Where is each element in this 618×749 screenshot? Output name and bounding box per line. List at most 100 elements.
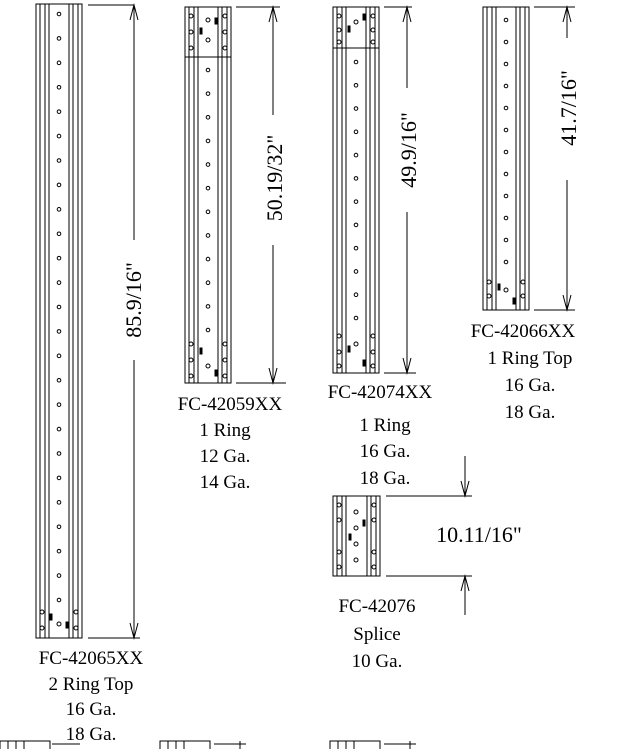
bolt-hole bbox=[503, 39, 509, 45]
part-label-fc-42076: FC-42076 Splice 10 Ga. bbox=[338, 596, 415, 672]
bolt-hole bbox=[56, 475, 62, 481]
splice-outline bbox=[332, 495, 381, 577]
bolt-hole bbox=[205, 185, 211, 191]
bolt-hole bbox=[56, 500, 62, 505]
hole-pattern bbox=[205, 67, 211, 333]
part-number: FC-42066XX bbox=[471, 321, 576, 342]
dimension-fc-42066 bbox=[534, 5, 575, 312]
part-description: 2 Ring Top bbox=[49, 674, 134, 695]
part-description: Splice bbox=[353, 624, 401, 645]
bolt-hole bbox=[205, 233, 211, 238]
bolt-hole bbox=[56, 133, 62, 139]
bolt-hole bbox=[353, 222, 359, 228]
part-number: FC-42076 bbox=[338, 596, 415, 617]
bolt-hole bbox=[205, 209, 211, 215]
bolt-hole bbox=[56, 182, 62, 188]
part-label-fc-42059: FC-42059XX 1 Ring 12 Ga. 14 Ga. bbox=[178, 394, 283, 493]
bolt-hole bbox=[205, 67, 211, 73]
bolt-hole bbox=[503, 83, 509, 89]
bolt-hole bbox=[205, 327, 211, 333]
dimension-fc-42059 bbox=[236, 5, 286, 385]
bolt-hole bbox=[56, 60, 62, 66]
gauge-primary: 16 Ga. bbox=[66, 699, 117, 720]
bolt-hole bbox=[56, 451, 62, 456]
gauge-secondary: 18 Ga. bbox=[66, 724, 117, 745]
part-description: 1 Ring bbox=[359, 415, 411, 436]
bolt-hole bbox=[503, 237, 509, 243]
hole-pattern bbox=[56, 11, 62, 603]
bolt-hole bbox=[503, 193, 509, 199]
part-fc-42066 bbox=[482, 6, 530, 311]
bolt-hole bbox=[56, 280, 62, 285]
gauge-primary: 10 Ga. bbox=[352, 651, 403, 672]
hole-pattern bbox=[503, 17, 509, 265]
bolt-hole bbox=[353, 292, 359, 298]
bolt-hole bbox=[353, 59, 359, 65]
bolt-hole bbox=[353, 129, 359, 135]
gauge-primary: 16 Ga. bbox=[505, 375, 556, 396]
part-number: FC-42059XX bbox=[178, 394, 283, 415]
bolt-hole bbox=[503, 61, 509, 67]
bolt-hole bbox=[503, 127, 509, 133]
gauge-primary: 12 Ga. bbox=[200, 446, 251, 467]
bolt-hole bbox=[353, 82, 359, 88]
bolt-hole bbox=[353, 106, 359, 111]
bolt-hole bbox=[353, 245, 359, 251]
bolt-hole bbox=[56, 231, 62, 237]
bolt-hole bbox=[205, 162, 211, 167]
column-outline bbox=[35, 3, 83, 639]
bolt-hole bbox=[503, 105, 509, 111]
bolt-hole bbox=[503, 171, 509, 177]
bolt-hole bbox=[205, 280, 211, 286]
bolt-hole bbox=[353, 199, 359, 204]
bolt-hole bbox=[56, 109, 62, 114]
next-row-partial bbox=[0, 740, 416, 749]
gauge-secondary: 18 Ga. bbox=[360, 468, 411, 489]
part-description: 1 Ring bbox=[199, 420, 251, 441]
dimension-fc-42065 bbox=[88, 3, 140, 640]
dimension-label: 85.9/16" bbox=[121, 262, 146, 338]
part-fc-42065 bbox=[35, 3, 83, 639]
part-fc-42059 bbox=[184, 6, 232, 384]
bolt-hole bbox=[56, 524, 62, 530]
bolt-hole bbox=[353, 269, 359, 274]
bolt-hole bbox=[56, 304, 62, 310]
dimension-label: 49.9/16" bbox=[396, 112, 421, 188]
bolt-hole bbox=[56, 36, 62, 41]
bolt-hole bbox=[503, 17, 509, 23]
bolt-hole bbox=[56, 377, 62, 383]
part-fc-42074 bbox=[332, 6, 380, 374]
dimension-fc-42076 bbox=[386, 456, 472, 615]
part-label-fc-42074: FC-42074XX 1 Ring 16 Ga. 18 Ga. bbox=[328, 382, 433, 489]
bolt-hole bbox=[205, 114, 211, 120]
bolt-hole bbox=[205, 91, 211, 96]
part-number: FC-42074XX bbox=[328, 382, 433, 403]
bolt-hole bbox=[56, 255, 62, 261]
column-outline bbox=[184, 6, 232, 384]
gauge-secondary: 18 Ga. bbox=[505, 402, 556, 423]
bolt-hole bbox=[353, 315, 359, 321]
bolt-hole bbox=[353, 176, 359, 181]
bolt-hole bbox=[56, 573, 62, 578]
bolt-hole bbox=[205, 304, 211, 309]
part-description: 1 Ring Top bbox=[488, 348, 573, 369]
gauge-secondary: 14 Ga. bbox=[200, 472, 251, 493]
bolt-hole bbox=[56, 158, 62, 163]
bolt-hole bbox=[56, 426, 62, 432]
bolt-hole bbox=[56, 597, 62, 603]
bolt-hole bbox=[56, 402, 62, 407]
bolt-hole bbox=[503, 259, 509, 265]
column-outline bbox=[482, 6, 530, 311]
part-label-fc-42066: FC-42066XX 1 Ring Top 16 Ga. 18 Ga. bbox=[471, 321, 576, 423]
dimension-fc-42074 bbox=[384, 5, 416, 375]
dimension-label: 41.7/16" bbox=[556, 70, 581, 146]
part-fc-42076 bbox=[332, 495, 381, 577]
bolt-hole bbox=[56, 329, 62, 334]
bolt-hole bbox=[503, 215, 509, 221]
gauge-primary: 16 Ga. bbox=[360, 441, 411, 462]
bolt-hole bbox=[205, 138, 211, 144]
part-label-fc-42065: FC-42065XX 2 Ring Top 16 Ga. 18 Ga. bbox=[39, 648, 144, 745]
bolt-hole bbox=[56, 207, 62, 212]
bolt-hole bbox=[503, 149, 509, 155]
